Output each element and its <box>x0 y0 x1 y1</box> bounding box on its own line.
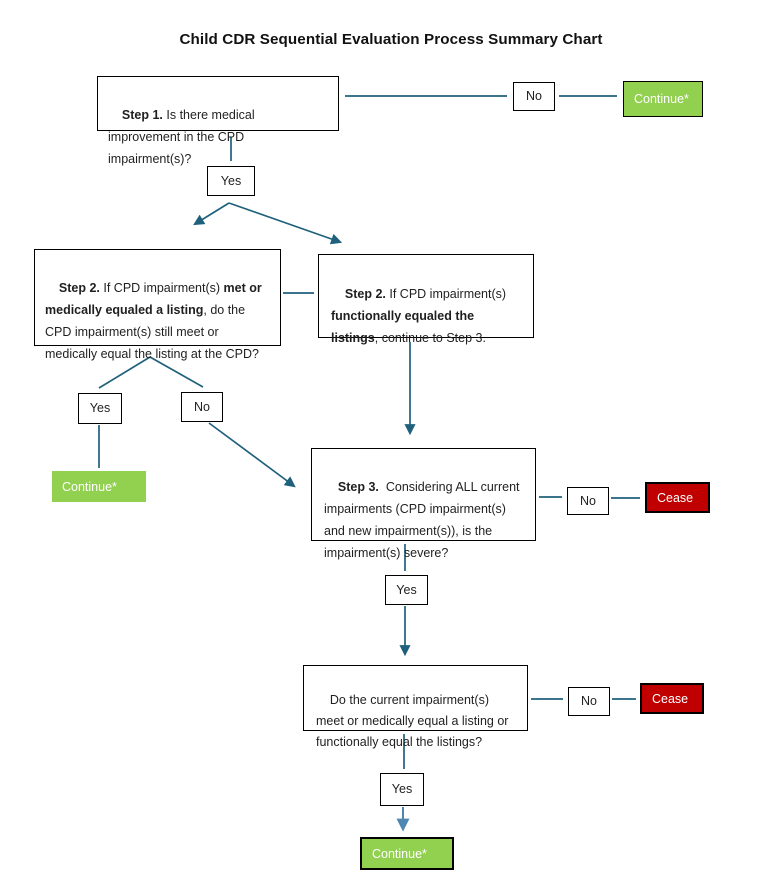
continue-box-top: Continue* <box>623 81 703 117</box>
chart-title: Child CDR Sequential Evaluation Process … <box>179 31 603 48</box>
meet-equal-question-box: Do the current impairment(s) meet or med… <box>303 665 528 749</box>
yes-label: Yes <box>391 782 413 797</box>
step2-right-text: Step 2. If CPD impairment(s) functionall… <box>331 287 510 345</box>
text-segment: Step 1. <box>121 108 163 122</box>
text-segment: , do the CPD impairment(s) still meet or… <box>45 303 260 361</box>
text-segment: Considering ALL current impairments (CPD… <box>324 480 523 560</box>
yes-label: Yes <box>220 173 242 188</box>
cease-label: Cease <box>652 691 689 706</box>
yes-box-1: Yes <box>207 166 255 196</box>
text-segment: met or medically equaled a listing <box>45 281 266 317</box>
arrow-yes-to-step2-right <box>228 202 343 245</box>
continue-label: Continue* <box>634 92 689 106</box>
continue-box-mid: Continue* <box>52 471 146 502</box>
yes-box-3: Yes <box>385 575 428 605</box>
continue-box-bottom: Continue* <box>360 837 454 870</box>
final-question-text: Do the current impairment(s) meet or med… <box>316 693 512 749</box>
no-label: No <box>580 493 596 508</box>
cease-label: Cease <box>657 490 694 505</box>
text-segment: , continue to Step 3. <box>374 331 486 345</box>
text-segment: Step 2. <box>58 281 100 295</box>
arrow-yes-to-step2-left <box>193 202 230 226</box>
step1-text: Step 1. Is there medical improvement in … <box>108 108 258 166</box>
yes-box-4: Yes <box>380 773 424 806</box>
yes-label: Yes <box>396 582 417 597</box>
text-segment: Is there medical improvement in the CPD … <box>108 108 259 166</box>
yes-box-2: Yes <box>78 393 122 424</box>
cease-box-2: Cease <box>640 683 704 714</box>
no-label: No <box>194 399 210 414</box>
no-box-3: No <box>567 487 609 515</box>
step2-met-listing-box: Step 2. If CPD impairment(s) met or medi… <box>34 249 281 361</box>
arrow-no-to-step3 <box>208 422 296 488</box>
step2-functional-box: Step 2. If CPD impairment(s) functionall… <box>318 254 534 345</box>
no-box-4: No <box>568 687 610 716</box>
yes-label: Yes <box>89 401 111 416</box>
no-label: No <box>581 694 597 709</box>
step3-box: Step 3. Considering ALL current impairme… <box>311 448 536 560</box>
text-segment: Step 3. <box>337 480 379 494</box>
text-segment: Do the current impairment(s) meet or med… <box>316 693 512 749</box>
step2-left-text: Step 2. If CPD impairment(s) met or medi… <box>45 281 265 361</box>
no-box-2: No <box>181 392 223 422</box>
no-box-1: No <box>513 82 555 111</box>
step3-text: Step 3. Considering ALL current impairme… <box>324 480 523 560</box>
cease-box-1: Cease <box>645 482 710 513</box>
no-label: No <box>526 89 542 104</box>
text-segment: Step 2. <box>344 287 386 301</box>
continue-label: Continue* <box>62 479 117 494</box>
text-segment: If CPD impairment(s) <box>99 281 224 295</box>
text-segment: functionally equaled the listings <box>331 309 478 345</box>
step1-box: Step 1. Is there medical improvement in … <box>97 76 339 166</box>
continue-label: Continue* <box>372 846 427 861</box>
text-segment: If CPD impairment(s) <box>385 287 510 301</box>
